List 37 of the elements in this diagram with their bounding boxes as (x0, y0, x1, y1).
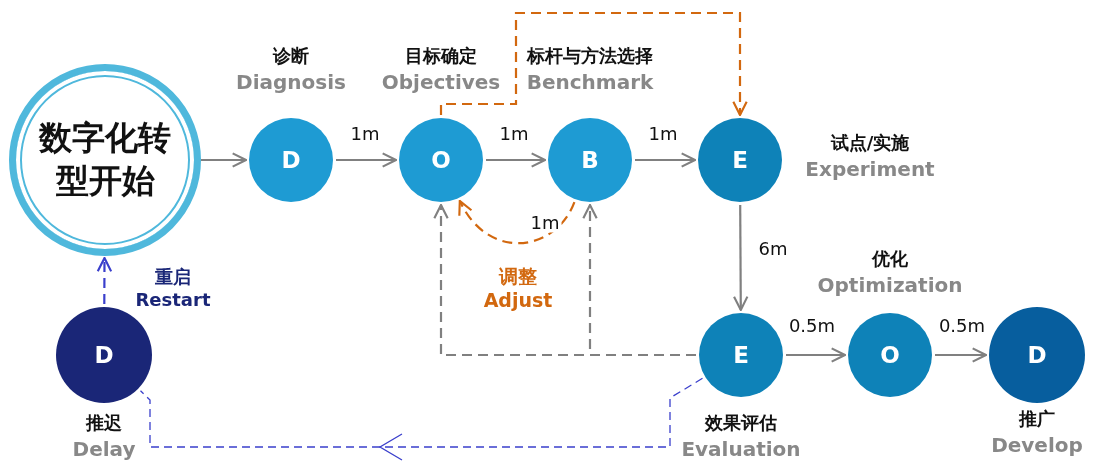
step-subtitle: Evaluation (681, 437, 801, 461)
step-title: 推迟 (86, 412, 122, 434)
start-circle: 数字化转型开始 (9, 64, 201, 256)
step-circle: D (56, 307, 152, 403)
arrow (336, 152, 398, 168)
step-title: 试点/实施 (830, 132, 910, 154)
step-title: 效果评估 (705, 412, 777, 434)
step-subtitle: Develop (991, 433, 1083, 457)
dashed-arrow (96, 256, 113, 304)
step-circle: D (249, 118, 333, 202)
step-title: 推广 (1019, 408, 1055, 430)
step-title: 诊断 (273, 45, 309, 67)
arrow (201, 152, 248, 168)
arrow (635, 152, 697, 168)
arrow (935, 347, 988, 363)
dashed-arrow (582, 203, 696, 357)
step-circle: O (399, 118, 483, 202)
dashed-arrow (439, 11, 748, 117)
note-label: 调整 Adjust (482, 265, 554, 313)
step-circle: B (548, 118, 632, 202)
step-circle: O (848, 313, 932, 397)
step-circle: E (699, 313, 783, 397)
step-title: 目标确定 (405, 45, 477, 67)
step-subtitle: Objectives (381, 70, 501, 94)
step-subtitle: Experiment (805, 157, 935, 181)
step-circle: E (698, 118, 782, 202)
dashed-arrow (458, 199, 576, 245)
step-circle: D (989, 307, 1085, 403)
step-title: 优化 (872, 248, 908, 270)
step-title: 标杆与方法选择 (527, 45, 653, 67)
step-subtitle: Benchmark (526, 70, 654, 94)
arrow (733, 205, 749, 312)
arrow (786, 347, 847, 363)
step-subtitle: Delay (72, 437, 136, 461)
step-subtitle: Diagnosis (236, 70, 346, 94)
arrow (486, 152, 547, 168)
step-subtitle: Optimization (817, 273, 963, 297)
